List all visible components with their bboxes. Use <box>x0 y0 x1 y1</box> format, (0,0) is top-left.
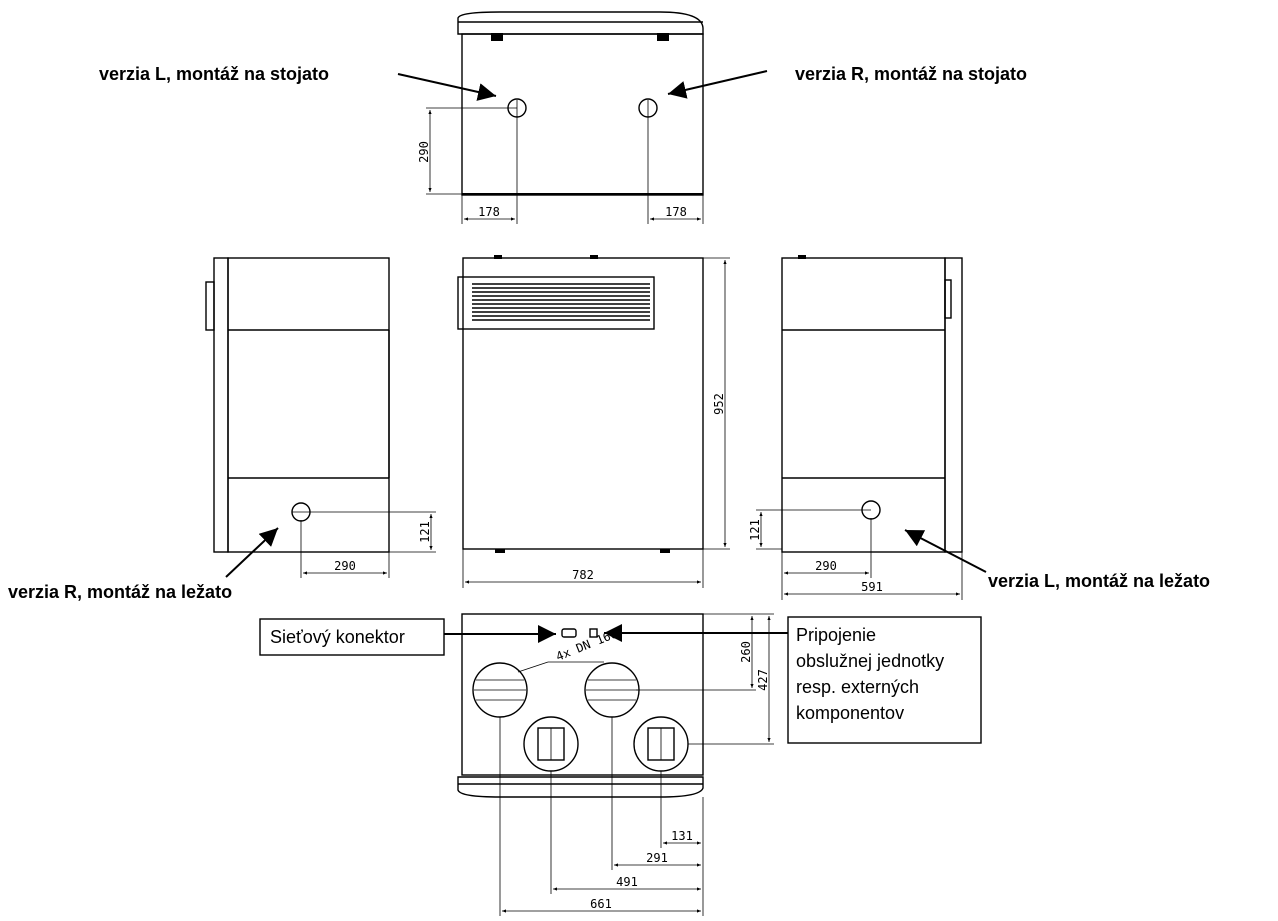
right-side-view: 121 290 591 <box>748 255 963 600</box>
dim-front-782: 782 <box>572 568 594 582</box>
left-side-view: 121 290 <box>205 257 436 578</box>
front-view: 952 782 <box>457 255 730 588</box>
connector-label: Sieťový konektor <box>270 627 405 647</box>
service-label-line-1: Pripojenie <box>796 625 876 645</box>
dim-right-591: 591 <box>861 580 883 594</box>
connector-label-box: Sieťový konektor <box>259 618 556 656</box>
dim-bottom-291: 291 <box>646 851 668 865</box>
label-top-right: verzia R, montáž na stojato <box>795 64 1027 84</box>
dim-right-121: 121 <box>748 519 762 541</box>
dim-top-right-178: 178 <box>665 205 687 219</box>
dim-top-left-178: 178 <box>478 205 500 219</box>
dim-bottom-427: 427 <box>756 669 770 691</box>
label-mid-left: verzia R, montáž na ležato <box>8 582 232 602</box>
duct-openings <box>472 662 689 772</box>
service-label-line-2: obslužnej jednotky <box>796 651 944 671</box>
service-label-box: Pripojenie obslužnej jednotky resp. exte… <box>604 616 982 744</box>
dim-bottom-661: 661 <box>590 897 612 911</box>
dim-bottom-131: 131 <box>671 829 693 843</box>
label-top-left: verzia L, montáž na stojato <box>99 64 329 84</box>
dim-bottom-260: 260 <box>739 641 753 663</box>
top-view: 290 178 178 <box>417 11 704 224</box>
dim-left-121: 121 <box>418 521 432 543</box>
dim-front-952: 952 <box>712 393 726 415</box>
dim-right-290: 290 <box>815 559 837 573</box>
label-mid-right: verzia L, montáž na ležato <box>988 571 1210 591</box>
service-label-line-4: komponentov <box>796 703 904 723</box>
dim-top-290: 290 <box>417 141 431 163</box>
dim-left-290: 290 <box>334 559 356 573</box>
vent-grille <box>472 283 650 321</box>
dim-bottom-491: 491 <box>616 875 638 889</box>
bottom-view: 4x DN 160 260 427 131 291 491 661 <box>457 613 774 916</box>
service-label-line-3: resp. externých <box>796 677 919 697</box>
